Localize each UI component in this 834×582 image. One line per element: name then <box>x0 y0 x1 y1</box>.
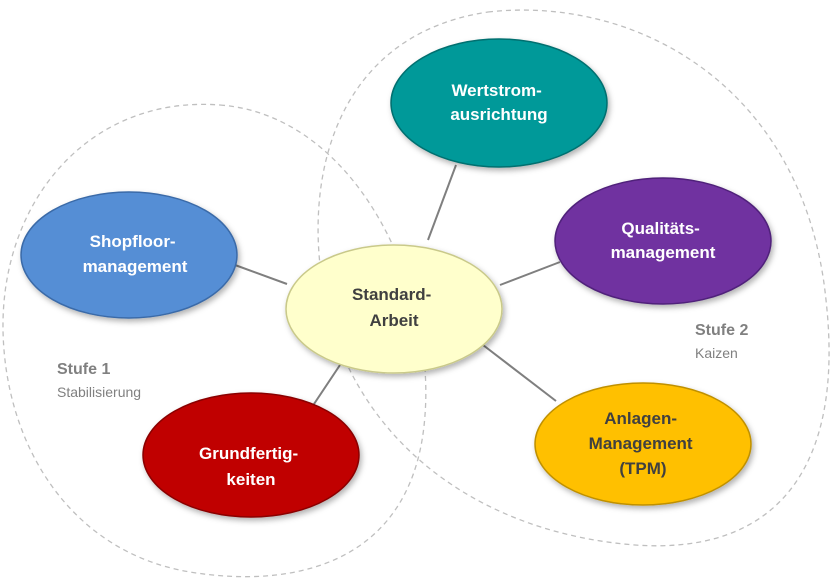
node-wertstrom-shape <box>390 38 608 168</box>
stage2-label: Stufe 2 Kaizen <box>695 322 748 361</box>
node-anlagen-line-1: Anlagen- <box>604 409 677 428</box>
node-qualitaet-line-2: management <box>611 243 716 262</box>
node-anlagen-line-3: (TPM) <box>619 459 666 478</box>
node-anlagen-shape <box>534 382 752 506</box>
node-wertstrom-label: Wertstrom- ausrichtung <box>450 81 547 124</box>
node-standard-arbeit-line-1: Standard- <box>352 285 431 304</box>
stage2-subtitle: Kaizen <box>695 345 738 361</box>
node-qualitaet: Qualitäts- management <box>554 177 772 305</box>
node-grund-line-2: keiten <box>226 470 275 489</box>
node-grund-shape <box>142 392 360 518</box>
stage1-title: Stufe 1 <box>57 361 110 378</box>
node-qualitaet-shape <box>554 177 772 305</box>
node-qualitaet-label: Qualitäts- management <box>611 219 716 262</box>
node-standard-arbeit-label: Standard- Arbeit <box>352 285 436 330</box>
node-anlagen: Anlagen- Management (TPM) <box>534 382 752 506</box>
node-anlagen-line-2: Management <box>589 434 693 453</box>
connectors <box>234 164 561 411</box>
node-shopfloor: Shopfloor- management <box>20 191 238 319</box>
node-grund-line-1: Grundfertig- <box>199 444 298 463</box>
stage2-title: Stufe 2 <box>695 322 748 339</box>
node-anlagen-label: Anlagen- Management (TPM) <box>589 409 698 478</box>
connector-anlagen <box>482 344 557 402</box>
node-standard-arbeit: Standard- Arbeit <box>285 244 503 374</box>
node-grund-label: Grundfertig- keiten <box>199 444 303 489</box>
node-shopfloor-shape <box>20 191 238 319</box>
node-wertstrom-line-2: ausrichtung <box>450 105 547 124</box>
node-wertstrom-line-1: Wertstrom- <box>451 81 541 100</box>
node-wertstrom: Wertstrom- ausrichtung <box>390 38 608 168</box>
stage1-subtitle: Stabilisierung <box>57 384 141 400</box>
node-standard-arbeit-shape <box>285 244 503 374</box>
stage2-boundary <box>317 9 830 547</box>
node-shopfloor-line-1: Shopfloor- <box>90 232 176 251</box>
node-shopfloor-label: Shopfloor- management <box>83 232 188 276</box>
connector-grund <box>309 364 341 411</box>
connector-wertstrom <box>427 164 457 241</box>
node-standard-arbeit-line-2: Arbeit <box>369 311 418 330</box>
connector-qualitaet <box>499 261 561 286</box>
stage1-label: Stufe 1 Stabilisierung <box>57 361 141 400</box>
node-qualitaet-line-1: Qualitäts- <box>621 219 699 238</box>
node-shopfloor-line-2: management <box>83 257 188 276</box>
node-grund: Grundfertig- keiten <box>142 392 360 518</box>
connector-shopfloor <box>234 264 288 285</box>
